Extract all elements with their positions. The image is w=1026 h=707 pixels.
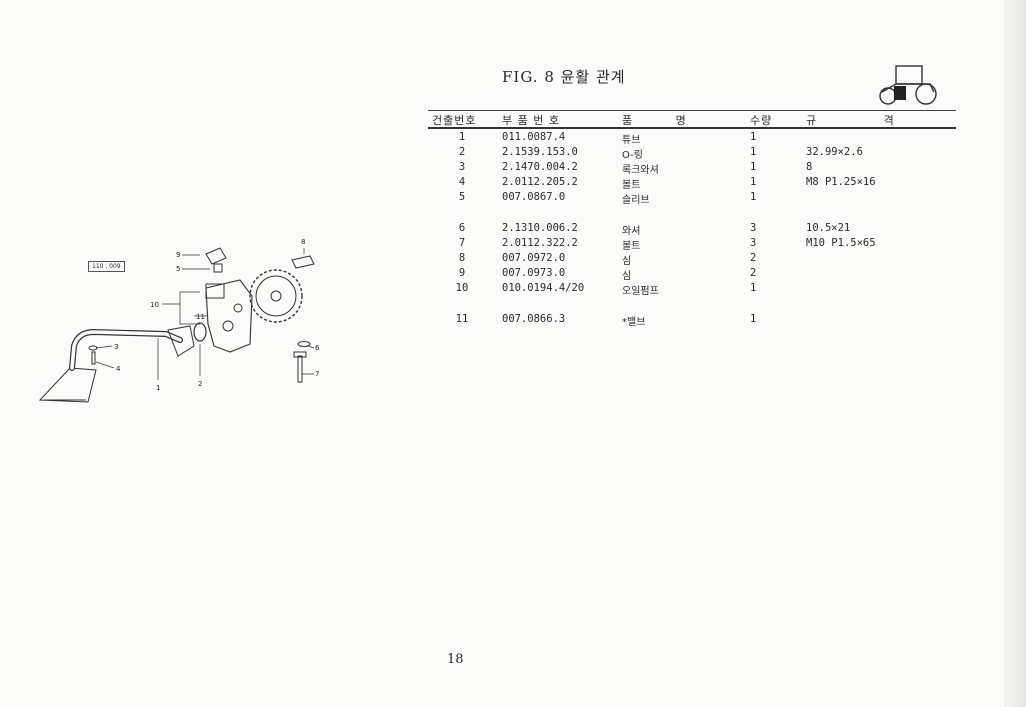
- part-name: 오일펌프: [622, 286, 659, 297]
- table-row: 5 007.0867.0 슬리브 1: [428, 191, 956, 206]
- table-row: 7 2.0112.322.2 볼트 3 M10 P1.5×65: [428, 237, 956, 252]
- callout-9: 9: [176, 251, 180, 259]
- specification: 10.5×21: [806, 222, 851, 234]
- part-number: 011.0087.4: [502, 131, 566, 143]
- col-header-part: 부 품 번 호: [502, 114, 560, 127]
- part-number: 007.0866.3: [502, 313, 566, 325]
- part-number: 007.0972.0: [502, 252, 566, 264]
- part-number: 007.0867.0: [502, 191, 566, 203]
- callout-8: 8: [301, 238, 305, 246]
- specification: 32.99×2.6: [806, 146, 863, 158]
- part-name: 볼트: [622, 180, 641, 191]
- page-edge-shadow: [1004, 0, 1026, 707]
- quantity: 1: [750, 131, 757, 143]
- col-header-spec: 규 격: [806, 114, 895, 127]
- callout-6: 6: [315, 344, 320, 352]
- callout-5: 5: [176, 265, 180, 273]
- quantity: 1: [750, 161, 757, 173]
- part-name: 심: [622, 271, 632, 282]
- table-row: 3 2.1470.004.2 록크와셔 1 8: [428, 161, 956, 176]
- callout-10: 10: [150, 301, 159, 309]
- item-no: 1: [458, 131, 466, 143]
- item-no: 4: [458, 176, 466, 188]
- quantity: 1: [750, 176, 757, 188]
- part-number: 2.1310.006.2: [502, 222, 578, 234]
- table-top-rule: [428, 110, 956, 111]
- item-no: 7: [458, 237, 466, 249]
- col-header-name: 품 명: [622, 114, 687, 127]
- part-number: 2.0112.205.2: [502, 176, 578, 188]
- page-number: 18: [447, 652, 464, 667]
- part-number: 2.0112.322.2: [502, 237, 578, 249]
- item-no: 6: [458, 222, 466, 234]
- part-name: *밸브: [622, 317, 646, 328]
- part-name: 슬리브: [622, 195, 650, 206]
- part-name: 록크와셔: [622, 165, 659, 176]
- callout-11: 11: [196, 313, 205, 321]
- table-row: 4 2.0112.205.2 볼트 1 M8 P1.25×16: [428, 176, 956, 191]
- figure-code-label: 110 . 009: [88, 261, 125, 272]
- table-row: 2 2.1539.153.0 O-링 1 32.99×2.6: [428, 146, 956, 161]
- part-number: 007.0973.0: [502, 267, 566, 279]
- table-row: 1 011.0087.4 튜브 1: [428, 131, 956, 146]
- table-row: 8 007.0972.0 심 2: [428, 252, 956, 267]
- table-row: 10 010.0194.4/20 오일펌프 1: [428, 282, 956, 297]
- table-row: 9 007.0973.0 심 2: [428, 267, 956, 282]
- item-no: 9: [458, 267, 466, 279]
- part-name: 와셔: [622, 226, 641, 237]
- item-no: 8: [458, 252, 466, 264]
- callout-7: 7: [315, 370, 319, 378]
- callout-3: 3: [114, 343, 118, 351]
- quantity: 2: [750, 252, 757, 264]
- part-number: 2.1539.153.0: [502, 146, 578, 158]
- item-no: 5: [458, 191, 466, 203]
- item-no: 11: [455, 313, 469, 325]
- figure-title: FIG. 8 윤활 관계: [502, 68, 626, 86]
- col-header-qty: 수량: [750, 114, 773, 127]
- quantity: 1: [750, 313, 757, 325]
- callout-2: 2: [198, 380, 202, 388]
- specification: M10 P1.5×65: [806, 237, 876, 249]
- part-number: 2.1470.004.2: [502, 161, 578, 173]
- quantity: 1: [750, 191, 757, 203]
- tractor-icon: [879, 65, 937, 105]
- part-name: 볼트: [622, 241, 641, 252]
- callout-1: 1: [156, 384, 160, 392]
- quantity: 1: [750, 146, 757, 158]
- part-name: O-링: [622, 150, 643, 161]
- table-row: 11 007.0866.3 *밸브 1: [428, 313, 956, 328]
- part-name: 심: [622, 256, 632, 267]
- oil-pump-exploded-diagram: 9 5 10 11 1 2 3 4 8 6 7: [38, 238, 320, 403]
- table-header-rule: [428, 127, 956, 129]
- part-number: 010.0194.4/20: [502, 282, 585, 294]
- table-row: 6 2.1310.006.2 와셔 3 10.5×21: [428, 222, 956, 237]
- item-no: 2: [458, 146, 466, 158]
- part-name: 튜브: [622, 135, 641, 146]
- item-no: 3: [458, 161, 466, 173]
- callout-4: 4: [116, 365, 121, 373]
- specification: 8: [806, 161, 813, 173]
- quantity: 1: [750, 282, 757, 294]
- quantity: 2: [750, 267, 757, 279]
- item-no: 10: [455, 282, 469, 294]
- specification: M8 P1.25×16: [806, 176, 876, 188]
- col-header-no: 건출번호: [432, 114, 477, 127]
- quantity: 3: [750, 237, 757, 249]
- quantity: 3: [750, 222, 757, 234]
